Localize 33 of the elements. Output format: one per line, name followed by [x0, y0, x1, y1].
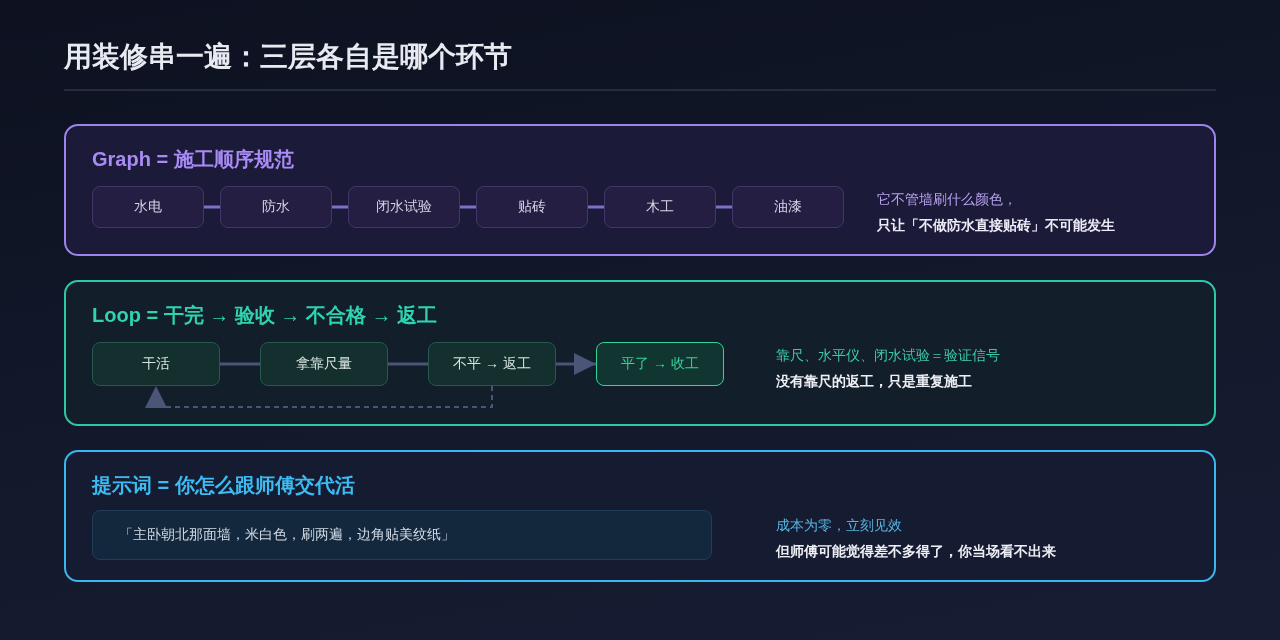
connector-line: [220, 362, 260, 366]
step-box: 干活: [92, 342, 220, 386]
dashed-arrow: [145, 385, 493, 408]
note-text: 没有靠尺的返工，只是重复施工: [776, 372, 972, 391]
note-text: 但师傅可能觉得差不多得了，你当场看不出来: [776, 542, 1056, 561]
step-box: 木工: [604, 186, 716, 228]
step-box: 闭水试验: [348, 186, 460, 228]
note-text: 靠尺、水平仪、闭水试验＝验证信号: [776, 346, 1000, 365]
connector-line: [204, 205, 220, 209]
section-heading: Loop = 干完 → 验收 → 不合格 → 返工: [92, 303, 437, 328]
connector-line: [588, 205, 604, 209]
note-text: 它不管墙刷什么颜色，: [877, 190, 1017, 209]
connector-line: [388, 362, 428, 366]
connector-line: [460, 205, 476, 209]
section-panel: [64, 450, 1216, 582]
quote-box: 「主卧朝北那面墙，米白色，刷两遍，边角贴美纹纸」: [92, 510, 712, 560]
step-box: 防水: [220, 186, 332, 228]
step-box: 油漆: [732, 186, 844, 228]
section-heading: Graph = 施工顺序规范: [92, 147, 294, 172]
note-text: 只让「不做防水直接贴砖」不可能发生: [877, 216, 1115, 235]
step-box: 平了 → 收工: [596, 342, 724, 386]
section-heading: 提示词 = 你怎么跟师傅交代活: [92, 473, 355, 498]
arrow: [556, 353, 596, 375]
section-panel: [64, 280, 1216, 426]
connector-line: [716, 205, 732, 209]
connector-line: [332, 205, 348, 209]
step-box: 水电: [92, 186, 204, 228]
note-text: 成本为零，立刻见效: [776, 516, 902, 535]
step-box: 不平 → 返工: [428, 342, 556, 386]
step-box: 贴砖: [476, 186, 588, 228]
step-box: 拿靠尺量: [260, 342, 388, 386]
page-title: 用装修串一遍：三层各自是哪个环节: [64, 40, 512, 74]
section-panel: [64, 124, 1216, 256]
